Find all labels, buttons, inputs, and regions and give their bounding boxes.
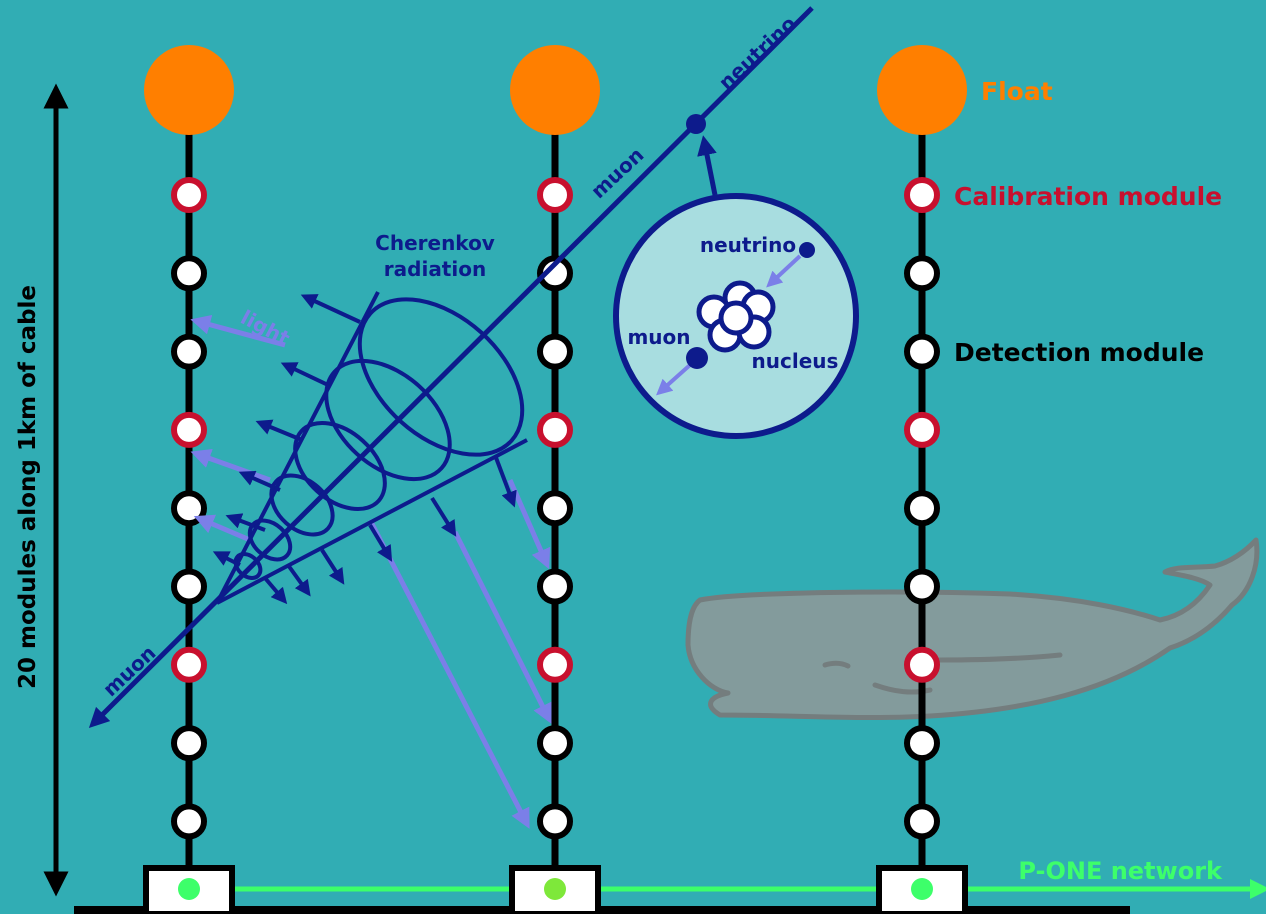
detection-module	[171, 803, 207, 840]
cherenkov-label-line2: radiation	[384, 257, 486, 281]
inset-muon-label: muon	[627, 325, 690, 349]
detection-module	[537, 490, 573, 527]
cherenkov-cone	[215, 291, 528, 605]
calibration-module	[537, 411, 573, 448]
base-station-3	[876, 865, 968, 914]
detection-module	[904, 568, 940, 605]
detection-module	[537, 725, 573, 762]
cherenkov-label-line1: Cherenkov	[375, 231, 495, 255]
calibration-module	[171, 411, 207, 448]
inset-nucleus-label: nucleus	[752, 349, 839, 373]
detection-module	[171, 568, 207, 605]
track-neutrino-label: neutrino	[714, 11, 801, 94]
detection-module	[171, 255, 207, 292]
track-muon-lower-label: muon	[98, 641, 160, 702]
nucleus-icon	[696, 280, 776, 353]
sperm-whale-icon	[685, 537, 1260, 721]
float-2	[510, 45, 600, 135]
inset-neutrino-label: neutrino	[700, 233, 796, 257]
float-3	[877, 45, 967, 135]
calibration-module	[537, 177, 573, 213]
calibration-module	[904, 177, 940, 213]
calibration-module	[171, 177, 207, 213]
interaction-vertex	[686, 114, 706, 134]
inset-neutrino-dot	[799, 242, 815, 258]
legend-float: Float	[981, 77, 1053, 106]
detection-module	[904, 490, 940, 527]
light-rays	[190, 314, 552, 829]
detection-module	[171, 333, 207, 370]
modules	[171, 177, 940, 840]
detection-module	[537, 255, 573, 292]
legend-calibration-module: Calibration module	[954, 182, 1222, 211]
calibration-module	[171, 646, 207, 683]
particle-track	[88, 6, 814, 729]
detection-module	[904, 255, 940, 292]
calibration-module	[537, 646, 573, 683]
legend-detection-module: Detection module	[954, 338, 1204, 367]
calibration-module	[904, 411, 940, 448]
float-1	[144, 45, 234, 135]
vertical-axis-label: 20 modules along 1km of cable	[15, 285, 41, 689]
inset-pointer-arrow	[697, 135, 718, 196]
detection-module	[537, 803, 573, 840]
detection-module	[171, 725, 207, 762]
detection-module	[904, 803, 940, 840]
detection-module	[904, 333, 940, 370]
network-label: P-ONE network	[1018, 857, 1223, 885]
calibration-module	[904, 646, 940, 683]
detection-module	[537, 568, 573, 605]
detection-module	[537, 333, 573, 370]
base-station-2	[509, 865, 601, 914]
track-muon-upper-label: muon	[586, 143, 648, 204]
inset-muon-dot	[686, 347, 708, 369]
cherenkov-photon-arrows	[212, 294, 517, 605]
detection-module	[171, 490, 207, 527]
base-station-1	[143, 865, 235, 914]
interaction-inset	[613, 193, 859, 439]
detection-module	[904, 725, 940, 762]
light-label: light	[237, 305, 294, 351]
seabed-line	[74, 906, 1130, 914]
